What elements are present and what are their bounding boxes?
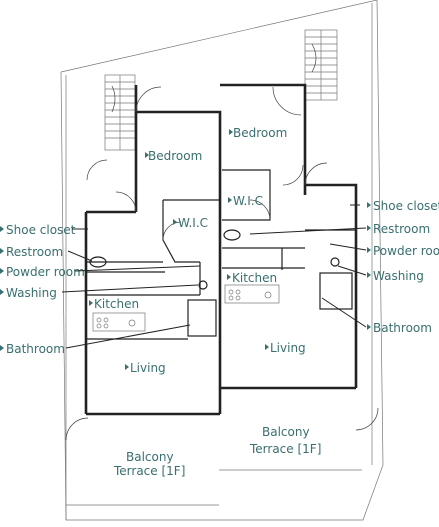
left-unit-walls [84,85,222,416]
callout-washing-left: Washing [6,286,57,300]
room-label-balcony-left-1: Balcony [126,450,174,464]
bullet-markers [0,129,371,370]
room-label-balcony-right-1: Balcony [262,425,310,439]
room-labels: Bedroom Bedroom W.I.C W.I.C Kitchen Kitc… [94,126,321,478]
room-label-bedroom-left: Bedroom [148,149,202,163]
stairs-left [104,74,136,151]
room-label-wic-left: W.I.C [178,216,208,230]
room-label-living-left: Living [130,361,166,375]
door-swings [65,86,379,441]
callout-shoe-closet-left: Shoe closet [6,223,76,237]
callout-powder-room-left: Powder room [6,265,85,279]
stairs-right [304,29,338,101]
fixtures [89,229,340,329]
site-boundary [60,0,384,521]
callout-restroom-right: Restroom [373,222,430,236]
callouts-left: Shoe closet Restroom Powder room Washing… [6,223,201,356]
callout-bathroom-left: Bathroom [6,342,65,356]
callout-restroom-left: Restroom [6,245,63,259]
callout-shoe-closet-right: Shoe closet [373,199,439,213]
room-label-living-right: Living [270,341,306,355]
callout-powder-room-right: Powder room [373,244,439,258]
room-label-kitchen-right: Kitchen [232,271,277,285]
callouts-right: Shoe closet Restroom Powder room Washing… [249,199,439,335]
room-label-balcony-right-2: Terrace [1F] [249,442,321,456]
room-label-balcony-left-2: Terrace [1F] [113,464,185,478]
room-label-bedroom-right: Bedroom [233,126,287,140]
callout-washing-right: Washing [373,269,424,283]
callout-bathroom-right: Bathroom [373,321,432,335]
room-label-wic-right: W.I.C [233,194,263,208]
room-label-kitchen-left: Kitchen [94,297,139,311]
